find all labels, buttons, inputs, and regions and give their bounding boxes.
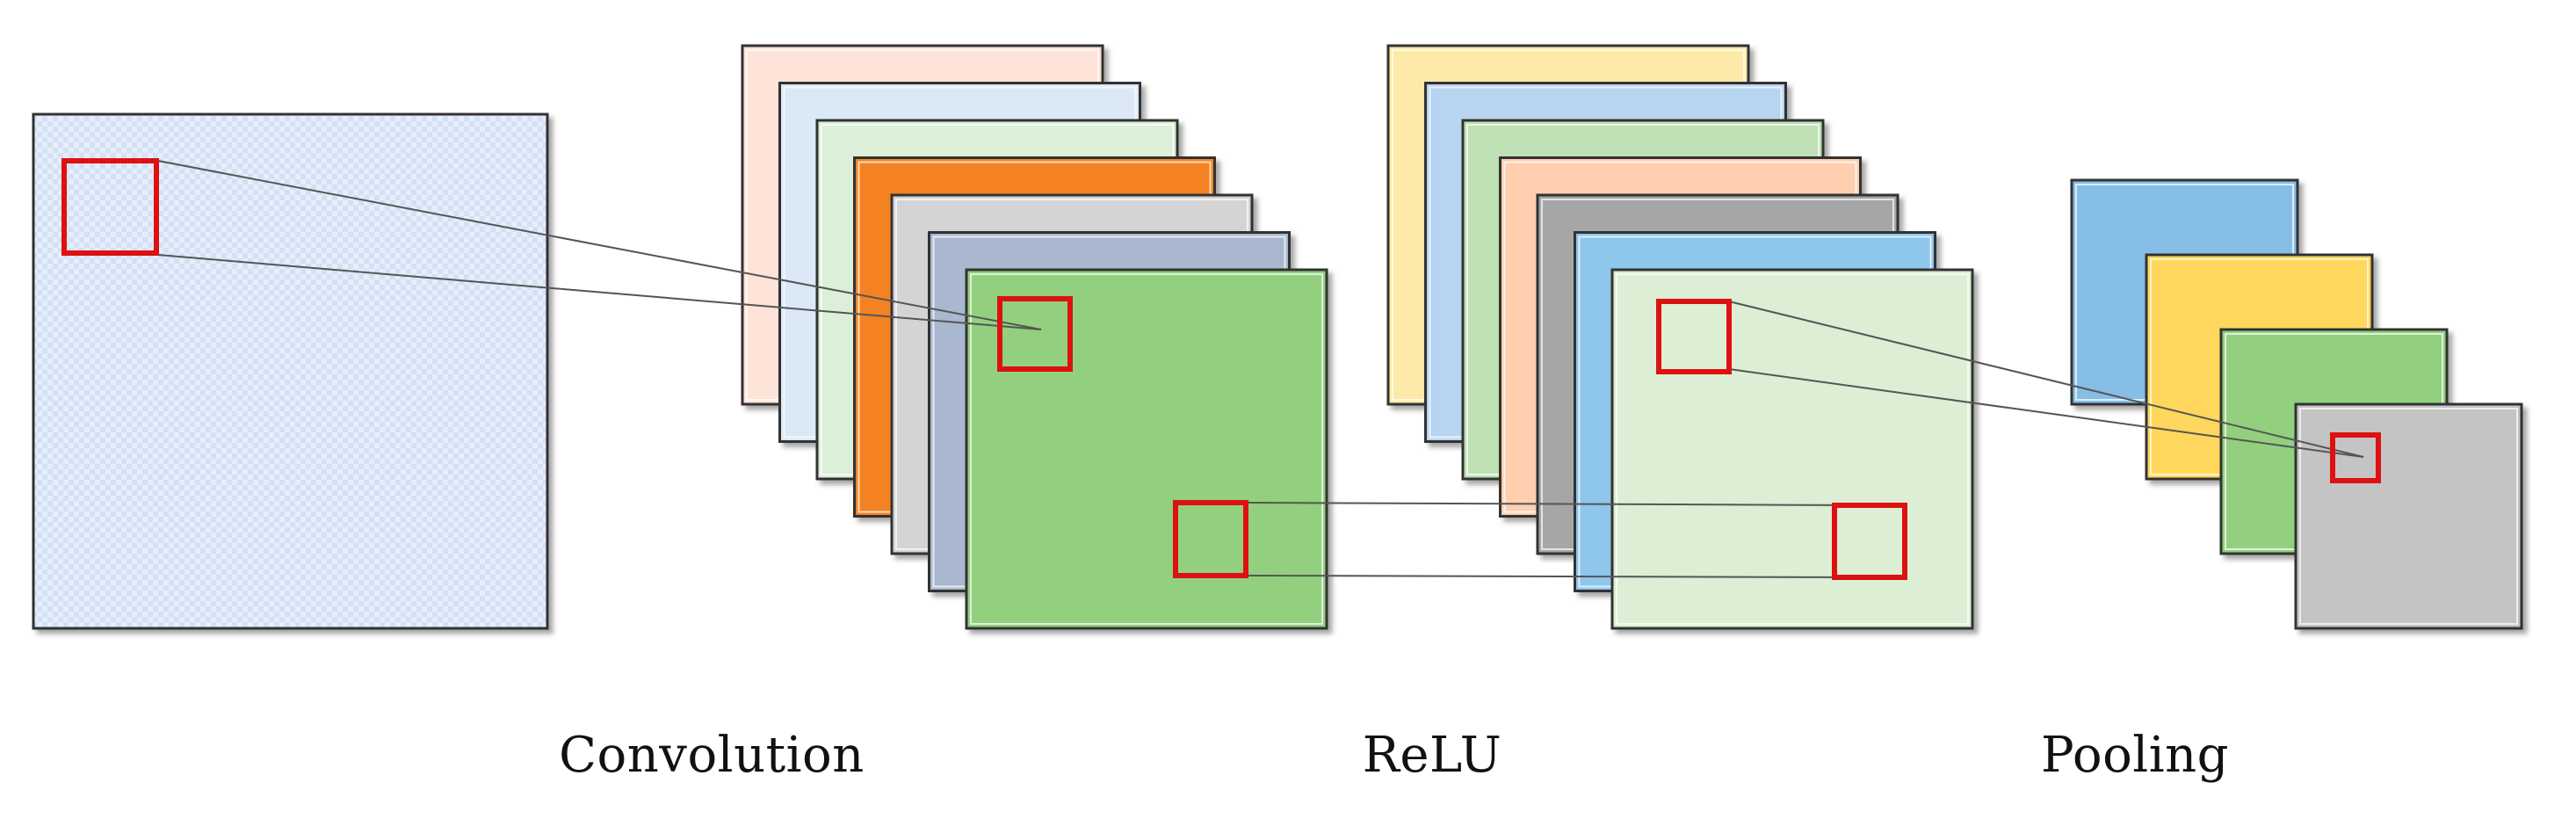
convolution-map-7 [965, 268, 1328, 630]
connector-line [1728, 301, 2364, 458]
input-image-frame [32, 112, 549, 630]
connector-line [1728, 368, 2364, 458]
pooling-label: Pooling [2040, 727, 2230, 784]
convolution-map-7-highlight [970, 273, 1323, 625]
relu-feature-maps [1386, 44, 1974, 630]
connector-line [1247, 502, 1870, 506]
connector-lines [157, 160, 2364, 578]
kernel-windows [62, 158, 2381, 580]
connector-line [157, 254, 1042, 330]
convolution-feature-maps [741, 44, 1328, 630]
relu-map-7 [1610, 268, 1974, 630]
input-image [32, 112, 549, 630]
connector-line [157, 160, 1042, 330]
input-kernel-window [62, 158, 159, 256]
convolution-label: Convolution [559, 727, 865, 784]
pooling-map-4-highlight [2299, 408, 2518, 625]
pooling-map-4 [2294, 402, 2523, 630]
conv-kernel-window-lower [1173, 500, 1248, 578]
connector-line [1247, 575, 1870, 578]
pooling-kernel-window [2330, 432, 2381, 483]
relu-label: ReLU [1362, 727, 1502, 784]
relu-map-7-highlight [1616, 273, 1969, 625]
relu-kernel-window-lower [1832, 503, 1907, 580]
relu-kernel-window [1656, 299, 1732, 374]
pooling-feature-maps [2070, 178, 2523, 630]
conv-kernel-window [997, 296, 1073, 372]
